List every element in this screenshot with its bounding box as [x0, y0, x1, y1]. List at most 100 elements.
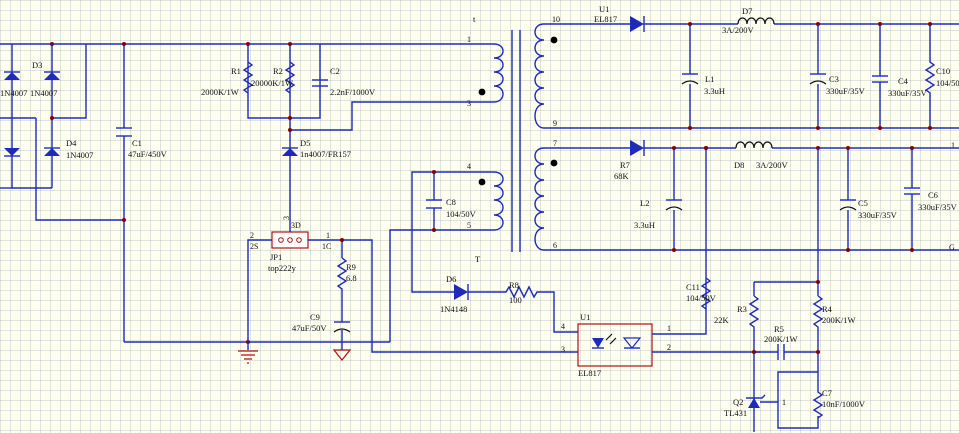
transformer-top-mark: t	[473, 14, 476, 24]
label-d4-value: 1N4007	[66, 150, 93, 160]
pin-t3: 3	[467, 99, 471, 108]
label-d7-value: EL817	[594, 14, 617, 24]
label-c1-ref: C1	[132, 138, 142, 148]
label-d-left-value: 1N4007	[0, 88, 27, 98]
primary-winding	[493, 43, 504, 103]
label-r9-ref: R9	[346, 262, 356, 272]
pin-jp-2: 2	[250, 231, 254, 240]
transformer: t T 1 3 4 5 10 9 7 6	[467, 14, 560, 264]
diode-d5	[282, 148, 298, 156]
label-d6-value: 1N4148	[440, 304, 467, 314]
feedback-network: C11 104/50V R3 22K R4 200K/1W R5 200K/1W…	[680, 146, 866, 432]
inductor-l2	[735, 141, 773, 149]
label-r1-value: 2000K/1W	[201, 87, 239, 97]
ground-symbol-c9	[332, 349, 352, 361]
label-l1-value: 3A/200V	[722, 25, 755, 35]
label-d7-ref: U1	[599, 4, 609, 14]
dot-sec-2	[550, 159, 558, 167]
label-u1-ref-visible: U1	[580, 312, 590, 322]
label-c2-ref: C2	[330, 66, 340, 76]
diode-d8	[630, 140, 644, 156]
pin-t7: 7	[553, 139, 557, 148]
inductor-l1	[737, 17, 775, 25]
label-l2-value: 3A/200V	[756, 160, 789, 170]
label-u1-part: EL817	[578, 368, 601, 378]
label-d5-ref: D5	[300, 138, 310, 148]
primary-ground	[238, 342, 258, 364]
label-d8-value: 68K	[614, 171, 630, 181]
label-r7-value: 104/50V	[936, 78, 959, 88]
dot-aux	[478, 178, 486, 186]
pin-t6: 6	[553, 241, 557, 250]
label-r9-value: 6.8	[346, 273, 357, 283]
opto-phototransistor	[622, 337, 642, 349]
pin-u1-2: 2	[667, 343, 671, 352]
pin-jp-1c: 1C	[322, 242, 331, 251]
snubber-network: R1 2000K/1W R2 20000K/1W C2 2.2nF/1000V …	[201, 42, 494, 210]
label-d3-value: 1N4007	[30, 88, 57, 98]
label-c11-value: 330uF/35V	[918, 202, 958, 212]
diode-d7	[630, 16, 644, 32]
label-d3-ref: D3	[32, 60, 42, 70]
label-c1-value: 47uF/450V	[128, 149, 168, 159]
diode-d-left-bottom	[4, 148, 20, 156]
label-c10-ref: C4	[898, 76, 909, 86]
label-c8-value: 104/50V	[446, 209, 477, 219]
label-c11-ref: C6	[928, 190, 938, 200]
pin-u1-4: 4	[561, 322, 565, 331]
label-q2-ref: Q2	[733, 397, 743, 407]
label-r7-ref: C10	[936, 66, 950, 76]
label-d6-ref: D6	[446, 274, 456, 284]
label-c4-ref: C3	[829, 74, 839, 84]
shunt-regulator-q2	[748, 398, 760, 408]
label-r4-value: 22K	[714, 315, 730, 325]
label-c6-value: 330uF/35V	[858, 210, 898, 220]
pin-jp-3d: 3D	[291, 221, 301, 230]
optocoupler-u1: 4 3 1 2 JP1 U1 EL817 EL817	[560, 312, 760, 378]
dot-primary	[478, 88, 486, 96]
label-r6-ref: C7	[822, 388, 832, 398]
label-l1-ref: D7	[742, 6, 752, 16]
opto-led	[592, 338, 604, 348]
pin-jp-3: 3	[282, 216, 291, 220]
aux-winding	[493, 171, 504, 231]
label-c5-ref: L2	[640, 198, 649, 208]
output-1: U1 EL817 D7 3A/200V L1 3.3uH C3 330uF/35…	[544, 4, 959, 150]
hv-bus: C1 47uF/450V	[52, 42, 494, 344]
secondary-winding-1	[534, 23, 545, 129]
label-r5-ref: R4	[822, 304, 833, 314]
r9-c9-network: R9 6.8 C9 47uF/50V	[292, 238, 560, 361]
label-c6-ref: C5	[858, 198, 868, 208]
label-c7-value: 200K/1W	[764, 334, 798, 344]
label-c2-value: 2.2nF/1000V	[330, 87, 376, 97]
label-c5-value: 3.3uH	[634, 220, 655, 230]
bridge-rectifier: 1N4007 D3 1N4007 D4 1N4007	[0, 42, 124, 221]
label-c3-ref: L1	[705, 74, 714, 84]
label-jp1-ref: JP1	[270, 252, 282, 262]
label-c9-value: 47uF/50V	[292, 323, 327, 333]
dot-sec-1	[550, 36, 558, 44]
resistor-r2	[284, 61, 296, 94]
label-d5-value: 1n4007/FR157	[300, 149, 351, 159]
pin-jp-1: 1	[326, 231, 330, 240]
label-c10-value: 330uF/35V	[888, 88, 928, 98]
label-r3-value: 104/50V	[686, 293, 717, 303]
label-c3-value: 3.3uH	[704, 86, 725, 96]
pin-q2-1: 1	[782, 398, 786, 407]
edge-label-top: 1	[951, 141, 955, 150]
resistor-r1	[242, 61, 254, 94]
label-jp1-value: top222y	[268, 263, 297, 273]
label-r4-ref: R3	[737, 304, 747, 314]
label-c4-value: 330uF/35V	[826, 86, 866, 96]
label-r5-value: 200K/1W	[822, 315, 856, 325]
pin-u1-1: 1	[667, 324, 671, 333]
diode-d-left-top	[4, 72, 20, 80]
diode-d3	[44, 72, 60, 80]
transformer-bottom-mark: T	[475, 254, 481, 264]
pin-t10: 10	[552, 15, 560, 24]
pin-t1: 1	[467, 35, 471, 44]
edge-label-g: G	[949, 243, 955, 252]
secondary-winding-2	[534, 147, 545, 251]
pin-t9: 9	[553, 119, 557, 128]
